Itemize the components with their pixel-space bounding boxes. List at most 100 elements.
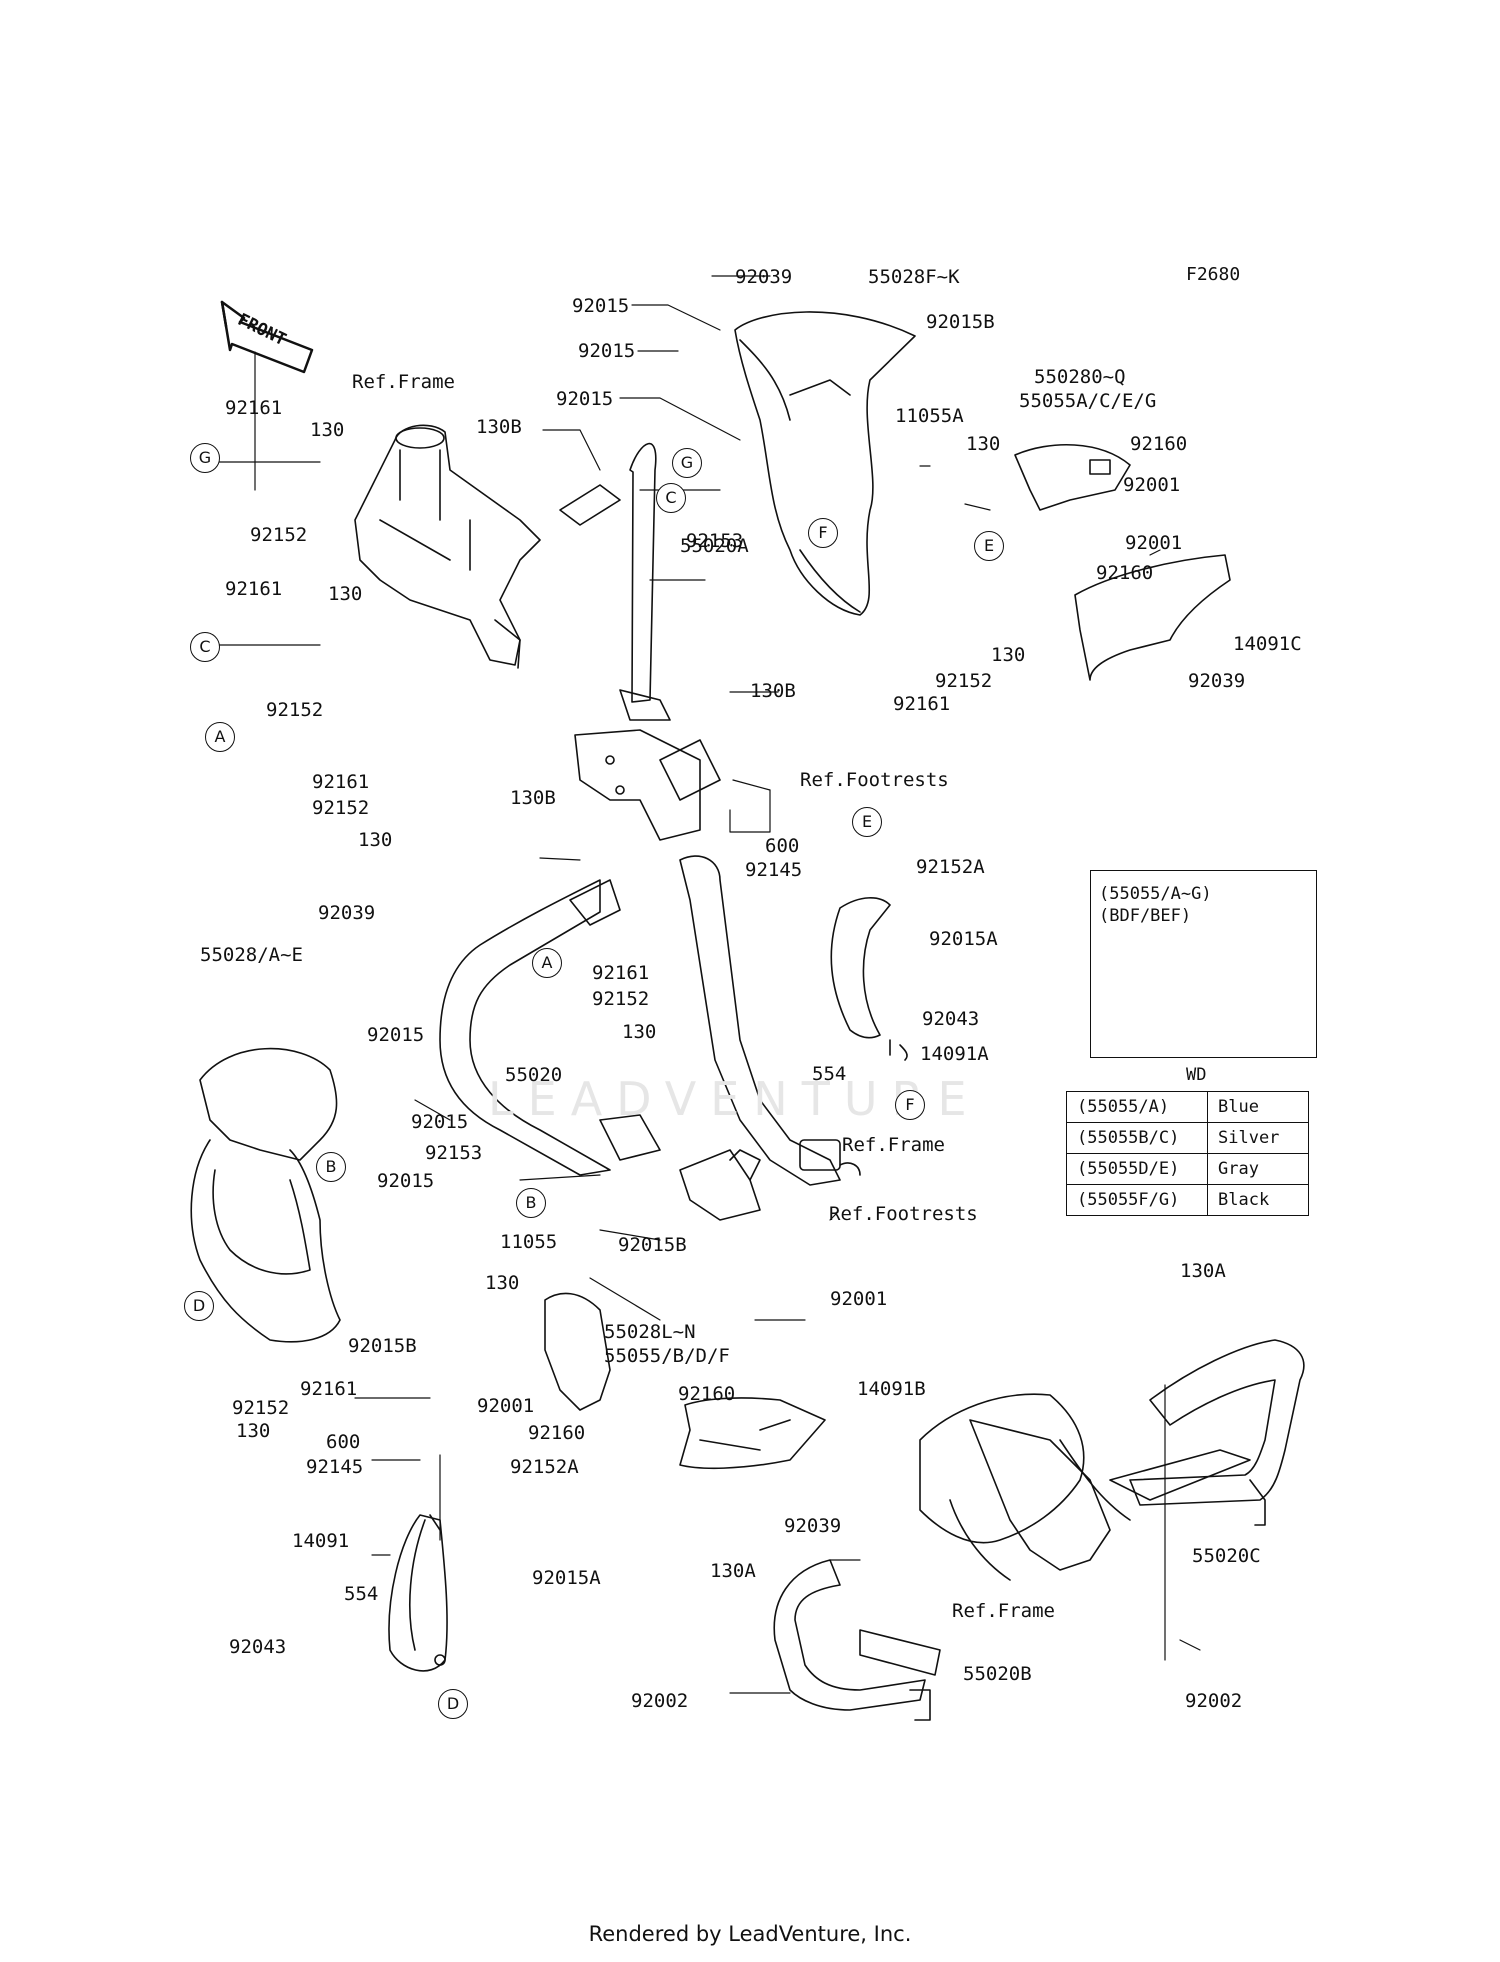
color-name: Blue <box>1207 1091 1309 1123</box>
callout-e: E <box>974 531 1004 561</box>
label-600: 600 <box>326 1431 361 1453</box>
label-92145: 92145 <box>306 1456 364 1478</box>
guard-bar-55020c <box>1129 1339 1305 1526</box>
label-92015: 92015 <box>578 340 636 362</box>
label-92001: 92001 <box>830 1288 888 1310</box>
frame-top-left <box>354 424 541 669</box>
label-130b: 130B <box>476 416 522 438</box>
label-92002: 92002 <box>631 1690 689 1712</box>
table-row: (55055/A) Blue <box>1066 1091 1309 1123</box>
panel-14091 <box>388 1514 448 1672</box>
label-92153: 92153 <box>425 1142 483 1164</box>
label-130: 130 <box>358 829 393 851</box>
guard-bar-55020a <box>559 442 671 721</box>
label-92039: 92039 <box>735 266 793 288</box>
label-600: 600 <box>765 835 800 857</box>
label-14091b: 14091B <box>857 1378 926 1400</box>
label-92002: 92002 <box>1185 1690 1243 1712</box>
label-130: 130 <box>991 644 1026 666</box>
label-14091: 14091 <box>292 1530 350 1552</box>
callout-c: C <box>190 632 220 662</box>
label-92152: 92152 <box>935 670 993 692</box>
label-92015: 92015 <box>367 1024 425 1046</box>
callout-c: C <box>656 483 686 513</box>
label-92152: 92152 <box>592 988 650 1010</box>
callout-d: D <box>438 1689 468 1719</box>
label-92015b: 92015B <box>618 1234 687 1256</box>
variant-inset: (55055/A~G) (BDF/BEF) <box>1090 870 1317 1058</box>
label-92161: 92161 <box>592 962 650 984</box>
color-name: Silver <box>1207 1122 1309 1154</box>
cover-upper-right <box>1014 443 1131 511</box>
label-55055a-c-e-g: 55055A/C/E/G <box>1019 390 1157 412</box>
inset-title: (55055/A~G) (BDF/BEF) <box>1099 883 1212 927</box>
label-11055a: 11055A <box>895 405 964 427</box>
label-92039: 92039 <box>1188 670 1246 692</box>
callout-f: F <box>895 1090 925 1120</box>
callout-g: G <box>190 443 220 473</box>
color-code: (55055/A) <box>1066 1091 1208 1123</box>
label-92039: 92039 <box>784 1515 842 1537</box>
frame-bottom-right <box>919 1393 1251 1581</box>
label-130: 130 <box>310 419 345 441</box>
label-92161: 92161 <box>225 578 283 600</box>
label-92161: 92161 <box>225 397 283 419</box>
leader-lines <box>214 275 1201 1694</box>
label-ref-footrests: Ref.Footrests <box>829 1203 978 1225</box>
front-arrow <box>220 300 314 374</box>
label-92152: 92152 <box>250 524 308 546</box>
label-92160: 92160 <box>678 1383 736 1405</box>
callout-b: B <box>316 1152 346 1182</box>
table-row: (55055B/C) Silver <box>1066 1122 1309 1154</box>
label-130: 130 <box>328 583 363 605</box>
label-92001: 92001 <box>1123 474 1181 496</box>
label-55028-a-e: 55028/A~E <box>200 944 303 966</box>
callout-a: A <box>205 722 235 752</box>
callout-b: B <box>516 1188 546 1218</box>
label-55028f-k: 55028F~K <box>868 266 960 288</box>
guard-bar-55020b <box>773 1559 941 1721</box>
label-92015: 92015 <box>556 388 614 410</box>
color-code: (55055B/C) <box>1066 1122 1208 1154</box>
label-92015a: 92015A <box>929 928 998 950</box>
label-55020c: 55020C <box>1192 1545 1261 1567</box>
label-92001: 92001 <box>1125 532 1183 554</box>
label-130a: 130A <box>710 1560 756 1582</box>
label-92015a: 92015A <box>532 1567 601 1589</box>
label-92152a: 92152A <box>510 1456 579 1478</box>
panel-14091c <box>1074 554 1231 681</box>
label-92152: 92152 <box>266 699 324 721</box>
color-name: Gray <box>1207 1153 1309 1185</box>
table-row: (55055D/E) Gray <box>1066 1153 1309 1185</box>
label-92153: 92153 <box>686 530 744 552</box>
label-55020b: 55020B <box>963 1663 1032 1685</box>
figure-code: F2680 <box>1186 264 1241 285</box>
callout-f: F <box>808 518 838 548</box>
label-55020a: 55020A <box>680 535 749 557</box>
label-130: 130 <box>622 1021 657 1043</box>
label-92015b: 92015B <box>348 1335 417 1357</box>
label-92015b: 92015B <box>926 311 995 333</box>
label-92015: 92015 <box>377 1170 435 1192</box>
label-92152a: 92152A <box>916 856 985 878</box>
panel-14091a <box>830 897 908 1061</box>
label-130a: 130A <box>1180 1260 1226 1282</box>
label-554: 554 <box>812 1063 847 1085</box>
footrest-bracket-top <box>574 729 721 841</box>
label-92043: 92043 <box>229 1636 287 1658</box>
label-92039: 92039 <box>318 902 376 924</box>
guard-bar-55020 <box>439 879 661 1176</box>
footrest-bracket-mid <box>679 1149 761 1221</box>
color-code: (55055D/E) <box>1066 1153 1208 1185</box>
label-92161: 92161 <box>300 1378 358 1400</box>
label-ref-frame: Ref.Frame <box>842 1134 945 1156</box>
frame-middle <box>679 855 861 1186</box>
label-92160: 92160 <box>528 1422 586 1444</box>
label-92152: 92152 <box>232 1397 290 1419</box>
shield-left <box>190 1047 341 1343</box>
label-92145: 92145 <box>745 859 803 881</box>
label-92152: 92152 <box>312 797 370 819</box>
label-92160: 92160 <box>1130 433 1188 455</box>
label-92001: 92001 <box>477 1395 535 1417</box>
